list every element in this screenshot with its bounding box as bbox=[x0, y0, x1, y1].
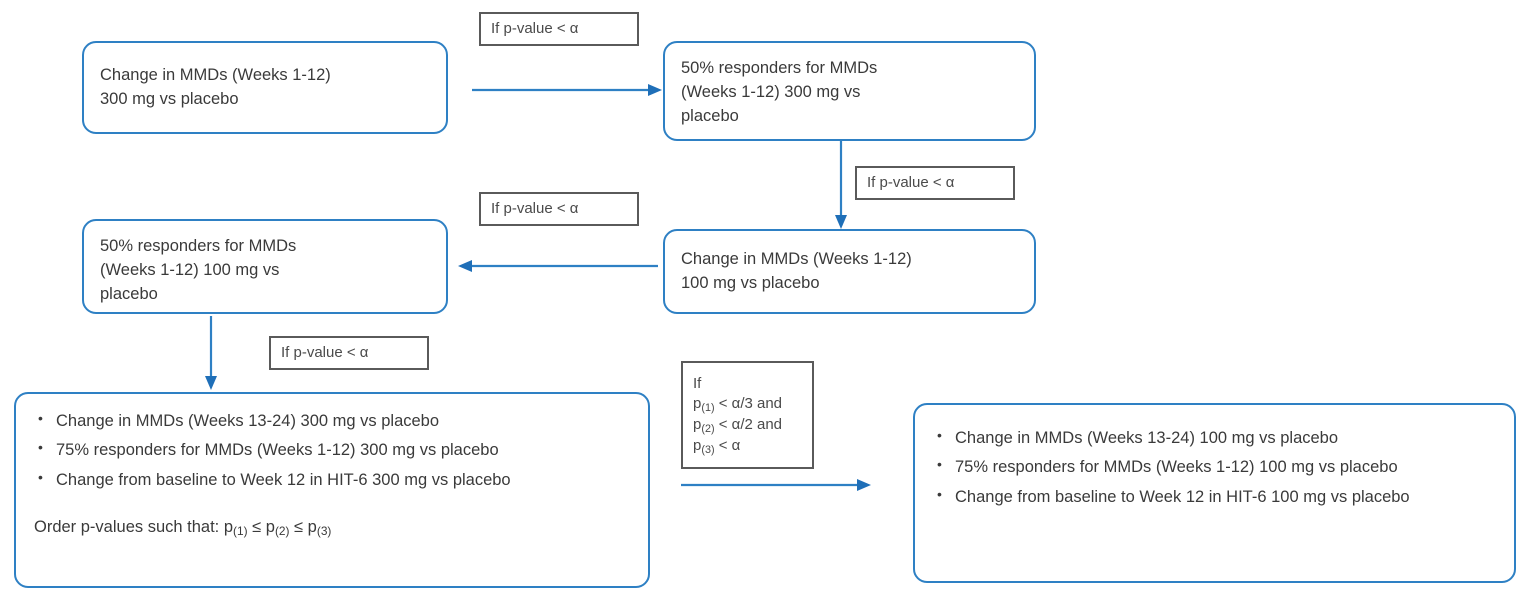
node-50pct-responders-100mg-line3: placebo bbox=[100, 284, 158, 303]
condition-p-value-right-label: If p-value < α bbox=[867, 173, 955, 191]
condition-p-value-top: If p-value < α bbox=[479, 12, 639, 46]
condition-final-line2-p: p bbox=[693, 395, 702, 413]
node-change-mmds-100mg-line1: Change in MMDs (Weeks 1-12) bbox=[681, 249, 912, 268]
arrow-to-outcomes100 bbox=[681, 477, 871, 493]
node-change-mmds-100mg-line2: 100 mg vs placebo bbox=[681, 273, 820, 292]
list-item: 75% responders for MMDs (Weeks 1-12) 100… bbox=[933, 455, 1496, 479]
order-note-mid2: ≤ p bbox=[289, 518, 317, 537]
node-change-mmds-300mg-line1: Change in MMDs (Weeks 1-12) bbox=[100, 65, 331, 84]
order-note-sub2: (2) bbox=[274, 524, 290, 539]
list-item: Change from baseline to Week 12 in HIT-6… bbox=[933, 485, 1496, 509]
node-50pct-responders-300mg-line1: 50% responders for MMDs bbox=[681, 59, 878, 77]
condition-final-line4: p(3) < α bbox=[693, 436, 740, 457]
condition-final-line2: p(1) < α/3 and bbox=[693, 394, 782, 415]
condition-p-value-left-down: If p-value < α bbox=[269, 336, 429, 370]
condition-final-line4-p: p bbox=[693, 436, 702, 454]
node-outcomes-300mg[interactable]: Change in MMDs (Weeks 13-24) 300 mg vs p… bbox=[14, 392, 650, 588]
arrow-change300-to-resp300 bbox=[472, 82, 662, 98]
outcomes-300mg-order-note: Order p-values such that: p(1) ≤ p(2) ≤ … bbox=[34, 516, 630, 539]
condition-final-line1: If bbox=[693, 374, 702, 392]
node-outcomes-100mg[interactable]: Change in MMDs (Weeks 13-24) 100 mg vs p… bbox=[913, 403, 1516, 583]
condition-p-value-mid-label: If p-value < α bbox=[491, 199, 579, 217]
node-50pct-responders-300mg-line3: placebo bbox=[681, 106, 739, 125]
outcomes-300mg-bullet-list: Change in MMDs (Weeks 13-24) 300 mg vs p… bbox=[34, 409, 630, 498]
list-item: Change in MMDs (Weeks 13-24) 100 mg vs p… bbox=[933, 426, 1496, 450]
condition-final-line3-p: p bbox=[693, 416, 702, 433]
condition-final-line4-sub: (3) bbox=[701, 443, 715, 456]
condition-final-line2-rest: < α/3 and bbox=[714, 395, 783, 413]
order-note-sub1: (1) bbox=[233, 524, 248, 539]
condition-p-value-mid: If p-value < α bbox=[479, 192, 639, 226]
list-item: Change in MMDs (Weeks 13-24) 300 mg vs p… bbox=[34, 409, 630, 433]
condition-final-line3: p(2) < α/2 and bbox=[693, 415, 782, 436]
outcomes-100mg-bullet-list: Change in MMDs (Weeks 13-24) 100 mg vs p… bbox=[933, 426, 1496, 515]
order-note-prefix: Order p-values such that: p bbox=[34, 518, 234, 537]
arrow-change100-to-resp100 bbox=[458, 258, 658, 274]
node-50pct-responders-100mg-line2: (Weeks 1-12) 100 mg vs bbox=[100, 260, 280, 279]
list-item: Change from baseline to Week 12 in HIT-6… bbox=[34, 468, 630, 492]
node-change-mmds-300mg[interactable]: Change in MMDs (Weeks 1-12) 300 mg vs pl… bbox=[82, 41, 448, 134]
condition-final-line3-sub: (2) bbox=[701, 423, 715, 435]
node-50pct-responders-100mg-line1: 50% responders for MMDs bbox=[100, 237, 297, 255]
node-50pct-responders-100mg[interactable]: 50% responders for MMDs (Weeks 1-12) 100… bbox=[82, 219, 448, 314]
node-50pct-responders-300mg[interactable]: 50% responders for MMDs (Weeks 1-12) 300… bbox=[663, 41, 1036, 141]
order-note-sub3: (3) bbox=[316, 524, 332, 539]
order-note-mid1: ≤ p bbox=[247, 518, 275, 537]
arrow-resp300-to-change100 bbox=[833, 141, 849, 229]
list-item: 75% responders for MMDs (Weeks 1-12) 300… bbox=[34, 438, 630, 462]
node-change-mmds-300mg-line2: 300 mg vs placebo bbox=[100, 89, 239, 108]
node-50pct-responders-300mg-line2: (Weeks 1-12) 300 mg vs bbox=[681, 82, 861, 101]
condition-final-line3-rest: < α/2 and bbox=[714, 416, 783, 433]
condition-p-value-top-label: If p-value < α bbox=[491, 19, 579, 37]
condition-final-line4-rest: < α bbox=[714, 436, 741, 454]
condition-final-ordered-pvalues: If p(1) < α/3 and p(2) < α/2 and p(3) < … bbox=[681, 361, 814, 469]
condition-p-value-left-down-label: If p-value < α bbox=[281, 343, 369, 361]
arrow-resp100-to-outcomes300 bbox=[203, 316, 219, 390]
condition-p-value-right: If p-value < α bbox=[855, 166, 1015, 200]
condition-final-line2-sub: (1) bbox=[701, 402, 715, 415]
node-change-mmds-100mg[interactable]: Change in MMDs (Weeks 1-12) 100 mg vs pl… bbox=[663, 229, 1036, 314]
